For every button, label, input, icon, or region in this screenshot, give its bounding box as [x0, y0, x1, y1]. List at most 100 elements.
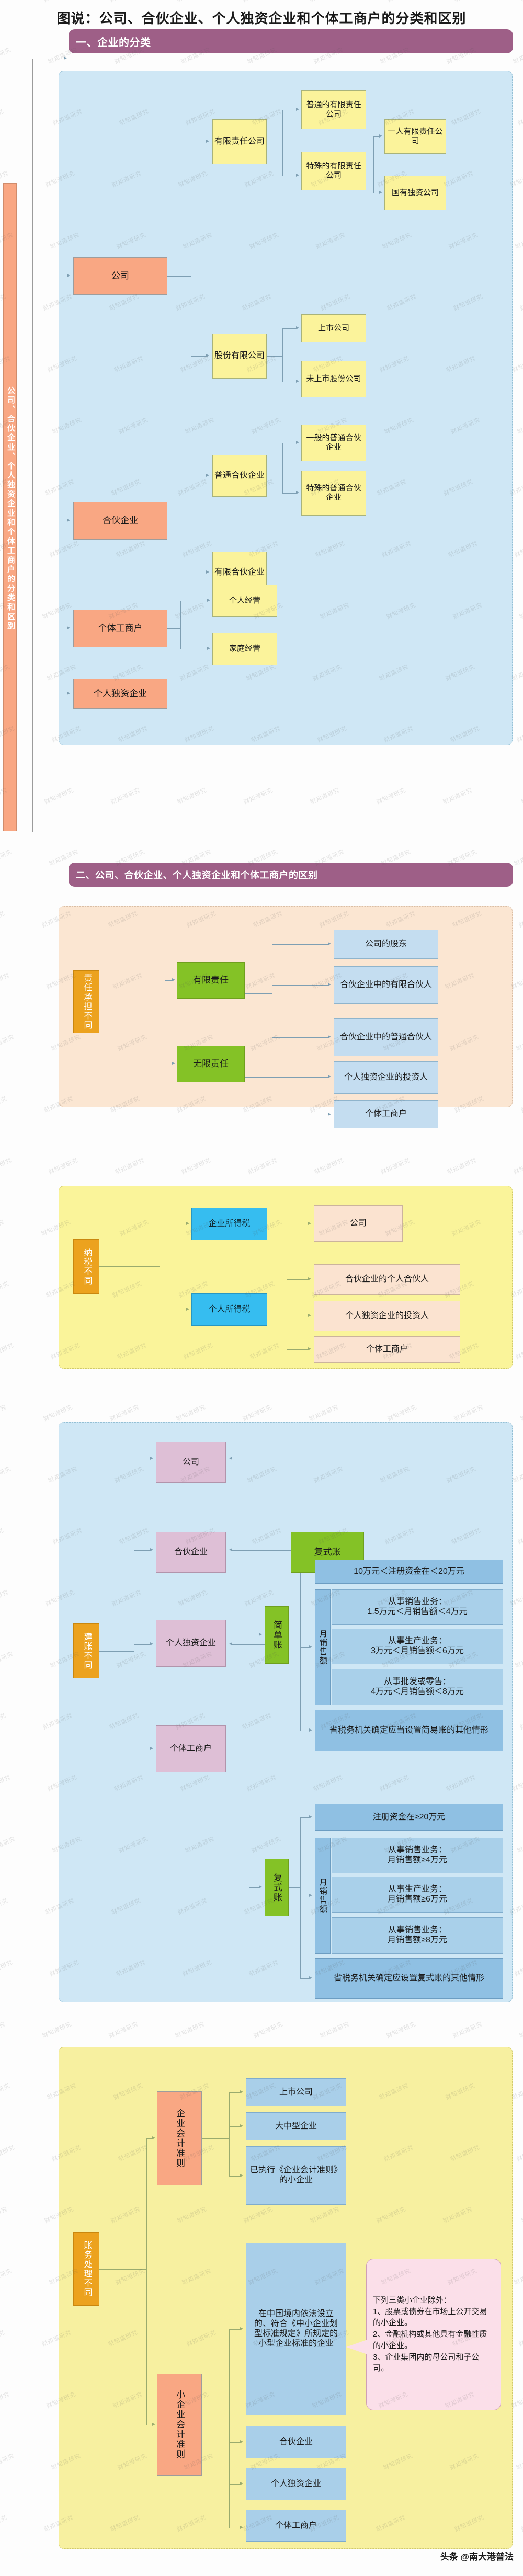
arrow-ib-personal	[207, 599, 210, 602]
line-sb-to-sales	[300, 1647, 310, 1648]
note-small-enterprise-exceptions: 下列三类小企业除外： 1、股票或债券在市场上公开交易的小企业。 2、金融机构或其…	[366, 2259, 501, 2410]
page-title: 图说：公司、合伙企业、个人独资企业和个体工商户的分类和区别	[56, 10, 467, 26]
node-partnership: 合伙企业	[73, 502, 167, 540]
arrow-corporate-income-tax	[186, 1222, 189, 1225]
node-unlisted: 未上市股份公司	[301, 361, 366, 397]
line-pit-c	[287, 1349, 309, 1350]
arrow-limited-liability	[172, 978, 175, 981]
arrow-llc-normal	[296, 108, 299, 111]
node-books-ib: 个体工商户	[156, 1725, 226, 1772]
line-db-to-other	[300, 1978, 310, 1979]
node-llc-normal: 普通的有限责任公司	[301, 90, 366, 129]
node-sp-investor: 个人独资企业的投资人	[334, 1061, 438, 1094]
node-listed: 上市公司	[301, 314, 366, 342]
node-company-shareholder: 公司的股东	[334, 930, 438, 959]
line-unlim-to-b	[272, 1077, 328, 1078]
line-eas-b	[229, 2126, 241, 2127]
node-limited-partner: 合伙企业中的有限合伙人	[334, 966, 438, 1004]
arrow-company-shareholder	[328, 942, 331, 945]
line-gp-bus	[282, 443, 283, 493]
arrow-acc-small-entity	[240, 2327, 243, 2330]
node-books-company: 公司	[156, 1442, 226, 1483]
node-tax-partner: 合伙企业的个人合伙人	[314, 1264, 460, 1295]
arrow-individual-business	[67, 626, 70, 629]
line-unlim-to-a	[272, 1037, 328, 1038]
arrow-books-sole-prop	[150, 1642, 153, 1645]
line-db-bus	[300, 1817, 301, 1978]
node-double-monthly-label: 月销售额	[315, 1838, 331, 1954]
line-db-in-h	[249, 1887, 259, 1888]
node-llc-one-person: 一人有限责任公司	[384, 119, 446, 154]
node-enterprise-standard: 企业会计准则	[157, 2091, 202, 2185]
node-general-partner: 合伙企业中的普通合伙人	[334, 1018, 438, 1056]
line-db-out	[289, 1887, 300, 1888]
arrow-state-owned	[379, 191, 382, 194]
line-seas-c	[229, 2484, 241, 2485]
arrow-simple-monthly	[309, 1645, 312, 1648]
arrow-double-book	[259, 1885, 262, 1888]
node-simple-capital: 10万元＜注册资金在＜20万元	[315, 1560, 503, 1584]
arrow-small-enterprise-standard	[152, 2423, 155, 2426]
line-acc-out	[99, 2269, 146, 2270]
node-acc-partnership: 合伙企业	[246, 2426, 346, 2458]
node-double-book: 复式账	[265, 1859, 289, 1916]
line-seas-bus	[229, 2329, 230, 2528]
arrow-enterprise-standard	[152, 2136, 155, 2139]
side-rail-label: 公司、合伙企业、个人独资企业和个体工商户的分类和区别	[3, 183, 17, 831]
arrow-tax-partner	[308, 1277, 311, 1280]
line-de-b	[232, 1550, 267, 1551]
arrow-partnership	[67, 519, 70, 522]
arrow-acc-small-applied	[240, 2174, 243, 2177]
section-header-classification: 一、企业的分类	[69, 29, 513, 53]
line-books-b	[134, 1550, 151, 1551]
arrow-simple-book	[259, 1633, 262, 1636]
line-acc-to-eas	[146, 2138, 153, 2139]
arrow-gp-special	[296, 491, 299, 494]
line-pit-a	[287, 1279, 309, 1280]
node-general-partnership: 普通合伙企业	[212, 455, 267, 497]
line-acc-bus	[146, 2138, 147, 2425]
node-books-partnership: 合伙企业	[156, 1532, 226, 1573]
node-corporate-income-tax: 企业所得税	[191, 1208, 267, 1240]
node-tax-company: 公司	[314, 1205, 403, 1242]
arrow-joint-stock	[206, 354, 209, 357]
node-simple-other: 省税务机关确定应当设置简易账的其他情形	[315, 1710, 503, 1751]
arrow-general-partner	[328, 1035, 331, 1038]
node-small-enterprise-standard: 小企业会计准则	[157, 2374, 202, 2476]
node-simple-sales-1: 从事销售业务： 1.5万元＜月销售额＜4万元	[332, 1589, 503, 1625]
note-callout-tail	[346, 2340, 367, 2354]
node-llc: 有限责任公司	[212, 119, 267, 164]
arrow-books-partnership	[150, 1548, 153, 1551]
arrow-gp-general	[296, 441, 299, 444]
arrow-llc	[206, 140, 209, 143]
section-header-differences: 二、公司、合伙企业、个人独资企业和个体工商户的区别	[69, 863, 513, 887]
node-acc-ib: 个体工商户	[246, 2510, 346, 2542]
arrow-llc-special	[296, 174, 299, 177]
node-acc-sole-prop: 个人独资企业	[246, 2468, 346, 2500]
node-acc-large-mid: 大中型企业	[246, 2112, 346, 2140]
arrow-acc-ib	[240, 2526, 243, 2529]
arrow-acc-partnership	[240, 2440, 243, 2443]
node-gp-general: 一般的普通合伙企业	[301, 425, 366, 461]
arrow-de-company	[229, 1457, 232, 1460]
arrow-sole-proprietorship	[67, 692, 70, 695]
node-double-capital: 注册资金在≥20万元	[315, 1804, 503, 1831]
arrow-company	[67, 274, 70, 277]
arrow-acc-sole-prop	[240, 2482, 243, 2485]
arrow-personal-income-tax	[186, 1308, 189, 1311]
line-llc-bus	[282, 110, 283, 176]
node-individual-business: 个体工商户	[73, 610, 167, 647]
arrow-tax-sp-investor	[308, 1314, 311, 1317]
line-sb-bus	[300, 1572, 301, 1731]
arrow-double-monthly	[309, 1894, 312, 1897]
rail-spine	[32, 59, 33, 832]
arrow-de-partnership	[229, 1548, 232, 1551]
node-double-other: 省税务机关确定应设置复式账的其他情形	[315, 1958, 503, 1999]
arrow-simple-other	[309, 1728, 312, 1732]
line-db-to-cap	[300, 1817, 310, 1818]
arrow-one-person	[379, 134, 382, 138]
arrow-limited-partnership	[206, 570, 209, 574]
node-acc-listed: 上市公司	[246, 2078, 346, 2106]
arrow-sp-investor	[328, 1075, 331, 1078]
